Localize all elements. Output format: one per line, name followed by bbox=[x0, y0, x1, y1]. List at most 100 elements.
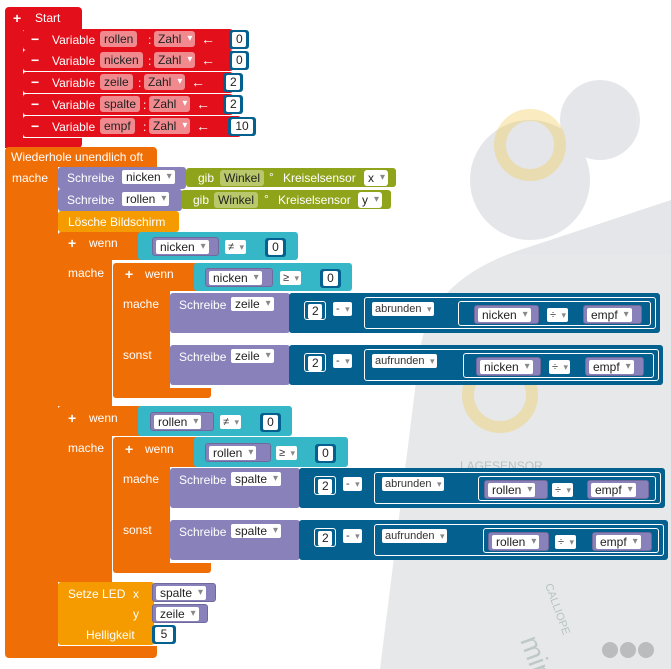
var-dropdown[interactable]: rollen bbox=[488, 483, 536, 497]
set-led-block[interactable] bbox=[58, 582, 154, 645]
number-block[interactable]: 0 bbox=[229, 30, 249, 49]
plus-icon[interactable]: + bbox=[125, 441, 134, 457]
var-block[interactable]: rollen bbox=[484, 480, 548, 499]
var-slot[interactable]: spalte bbox=[228, 522, 292, 541]
number-value[interactable]: 0 bbox=[232, 53, 246, 68]
var-dropdown[interactable]: rollen bbox=[492, 535, 540, 549]
variable-name-field[interactable]: nicken bbox=[100, 52, 143, 68]
variable-type-dropdown[interactable]: Zahl▾ bbox=[149, 96, 191, 112]
number-value[interactable]: 2 bbox=[318, 479, 332, 494]
divide-operator-dropdown[interactable]: ÷ bbox=[552, 483, 574, 497]
number-value[interactable]: 10 bbox=[231, 119, 253, 134]
round-function-dropdown[interactable]: aufrunden bbox=[372, 354, 437, 368]
var-dropdown[interactable]: zeile bbox=[156, 607, 199, 621]
var-block[interactable]: empf bbox=[585, 357, 644, 376]
round-function-dropdown[interactable]: abrunden bbox=[372, 302, 434, 316]
operator-dropdown[interactable]: ≥ bbox=[276, 446, 298, 460]
var-block[interactable]: rollen bbox=[488, 532, 549, 551]
var-slot[interactable]: nicken bbox=[119, 168, 181, 187]
var-dropdown[interactable]: nicken bbox=[156, 240, 209, 254]
plus-icon[interactable]: + bbox=[68, 235, 77, 251]
mode-dropdown[interactable]: Winkel bbox=[214, 192, 259, 208]
minus-icon[interactable]: − bbox=[31, 96, 40, 112]
variable-type-dropdown[interactable]: Zahl▾ bbox=[154, 52, 196, 68]
number-block[interactable]: 2 bbox=[314, 476, 336, 495]
number-block[interactable]: 5 bbox=[152, 625, 176, 644]
variable-type-dropdown[interactable]: Zahl▾ bbox=[154, 31, 196, 47]
divide-operator-dropdown[interactable]: ÷ bbox=[547, 308, 569, 322]
minus-operator-dropdown[interactable]: - bbox=[343, 529, 362, 543]
minus-operator-dropdown[interactable]: - bbox=[333, 302, 352, 316]
number-value[interactable]: 2 bbox=[308, 356, 322, 371]
var-block[interactable]: rollen bbox=[205, 443, 271, 462]
var-block[interactable]: zeile bbox=[152, 604, 208, 623]
var-dropdown[interactable]: rollen bbox=[209, 446, 257, 460]
var-dropdown[interactable]: empf bbox=[596, 535, 641, 549]
number-value[interactable]: 2 bbox=[318, 531, 332, 546]
var-slot[interactable]: rollen bbox=[119, 190, 181, 209]
var-block[interactable]: nicken bbox=[205, 268, 273, 287]
inner-if-block[interactable] bbox=[113, 437, 198, 467]
number-block[interactable]: 2 bbox=[223, 95, 243, 114]
number-value[interactable]: 2 bbox=[226, 75, 240, 90]
number-block[interactable]: 0 bbox=[320, 269, 341, 288]
variable-name-field[interactable]: zeile bbox=[100, 74, 133, 90]
var-dropdown[interactable]: spalte bbox=[231, 524, 282, 538]
round-function-dropdown[interactable]: abrunden bbox=[382, 477, 444, 491]
var-block[interactable]: nicken bbox=[474, 305, 539, 324]
var-dropdown[interactable]: empf bbox=[589, 360, 634, 374]
var-dropdown[interactable]: nicken bbox=[122, 170, 175, 184]
variable-name-field[interactable]: rollen bbox=[100, 31, 138, 47]
number-value[interactable]: 0 bbox=[323, 271, 338, 286]
var-slot[interactable]: zeile bbox=[228, 347, 284, 366]
variable-name-field[interactable]: spalte bbox=[100, 96, 141, 112]
operator-dropdown[interactable]: ≠ bbox=[220, 415, 242, 429]
number-block[interactable]: 2 bbox=[223, 73, 243, 92]
minus-icon[interactable]: − bbox=[31, 52, 40, 68]
minus-icon[interactable]: − bbox=[31, 118, 40, 134]
plus-icon[interactable]: + bbox=[125, 266, 134, 282]
if-block[interactable] bbox=[58, 406, 142, 436]
number-block[interactable]: 0 bbox=[229, 51, 249, 70]
var-dropdown[interactable]: rollen bbox=[154, 415, 202, 429]
number-block[interactable]: 2 bbox=[304, 353, 326, 372]
var-dropdown[interactable]: spalte bbox=[231, 472, 282, 486]
plus-icon[interactable]: + bbox=[68, 410, 77, 426]
var-dropdown[interactable]: nicken bbox=[478, 308, 531, 322]
start-block[interactable] bbox=[5, 7, 82, 30]
variable-name-field[interactable]: empf bbox=[100, 118, 135, 134]
if-block[interactable] bbox=[58, 232, 142, 260]
round-function-dropdown[interactable]: aufrunden bbox=[382, 529, 447, 543]
var-slot[interactable]: spalte bbox=[228, 470, 292, 489]
var-dropdown[interactable]: empf bbox=[591, 483, 636, 497]
operator-dropdown[interactable]: ≥ bbox=[280, 271, 302, 285]
axis-dropdown[interactable]: x▾ bbox=[364, 170, 388, 186]
minus-operator-dropdown[interactable]: - bbox=[333, 354, 352, 368]
var-block[interactable]: rollen bbox=[150, 412, 214, 431]
var-slot[interactable]: zeile bbox=[228, 295, 284, 314]
var-dropdown[interactable]: rollen bbox=[122, 192, 170, 206]
clear-screen-block[interactable] bbox=[58, 211, 179, 232]
number-value[interactable]: 5 bbox=[155, 627, 173, 642]
number-value[interactable]: 2 bbox=[226, 97, 240, 112]
minus-icon[interactable]: − bbox=[31, 31, 40, 47]
var-block[interactable]: empf bbox=[587, 480, 649, 499]
minus-operator-dropdown[interactable]: - bbox=[343, 477, 362, 491]
divide-operator-dropdown[interactable]: ÷ bbox=[555, 535, 577, 549]
plus-icon[interactable]: + bbox=[13, 10, 22, 26]
number-block[interactable]: 10 bbox=[228, 117, 256, 136]
var-dropdown[interactable]: zeile bbox=[231, 349, 274, 363]
var-dropdown[interactable]: nicken bbox=[209, 271, 262, 285]
loop-block[interactable] bbox=[5, 147, 157, 167]
number-block[interactable]: 2 bbox=[314, 528, 336, 547]
var-dropdown[interactable]: spalte bbox=[156, 586, 207, 600]
number-block[interactable]: 0 bbox=[315, 444, 336, 463]
var-dropdown[interactable]: zeile bbox=[231, 297, 274, 311]
variable-type-dropdown[interactable]: Zahl▾ bbox=[144, 74, 186, 90]
var-dropdown[interactable]: nicken bbox=[480, 360, 533, 374]
number-block[interactable]: 2 bbox=[304, 301, 326, 320]
var-block[interactable]: nicken bbox=[476, 357, 541, 376]
number-block[interactable]: 0 bbox=[260, 413, 281, 432]
var-block[interactable]: empf bbox=[592, 532, 652, 551]
number-value[interactable]: 2 bbox=[308, 304, 322, 319]
